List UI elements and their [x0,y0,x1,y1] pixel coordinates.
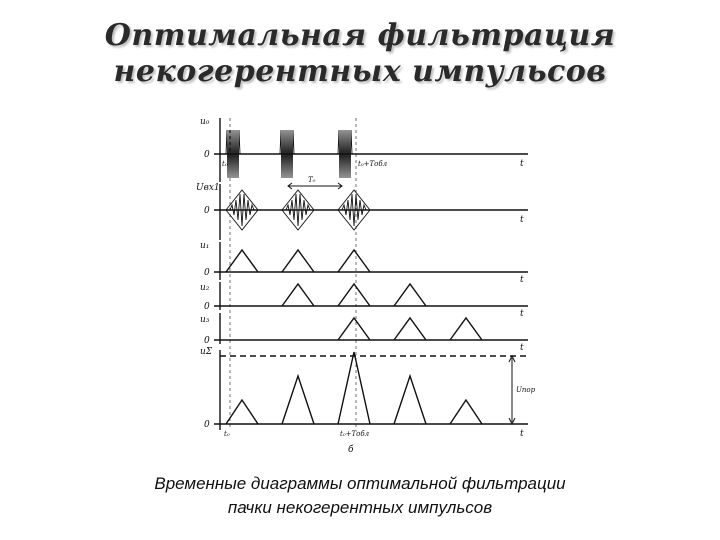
row3-pulse-2 [281,248,315,273]
row3-zero: 0 [204,268,210,278]
row1-start: t₀ [222,160,228,168]
row1-axis: t [520,159,524,169]
timing-diagram: u₀ 0 t t₀ t₀+Tобл T₀ Uвх1 0 t u₁ 0 t u₂ … [196,117,536,455]
diamond-3 [337,189,371,231]
row4-pulse-1 [281,282,315,307]
row5-pulse-3 [449,316,483,341]
row4-pulse-3 [393,282,427,307]
threshold-arrow-top [508,354,516,363]
row6-zero: 0 [204,420,210,430]
row3-pulse-3 [337,248,371,273]
row5-label: u₃ [200,315,210,325]
row6-end: t₀+Tобл [340,430,369,438]
diamond-2 [281,189,315,231]
threshold-label: Uпор [516,386,536,394]
burst-1 [225,129,241,179]
caption-line-2: пачки некогерентных импульсов [227,498,493,517]
row4-zero: 0 [204,302,210,312]
slide-title: Оптимальная фильтрация некогерентных имп… [0,18,720,90]
sum-pulse-1 [225,398,259,425]
row3-axis: t [520,275,524,285]
row1-zero: 0 [204,150,210,160]
spacing-arrow-right [337,182,343,190]
title-line-1: Оптимальная фильтрация [104,18,616,53]
burst-2 [279,129,295,179]
sum-pulse-4 [393,373,427,425]
row1-spacing: T₀ [308,176,316,184]
burst-3 [337,129,353,179]
row3-pulse-1 [225,248,259,273]
diagram-sub-label: б [348,444,354,455]
row6-axis: t [520,429,524,439]
diamond-1 [225,189,259,231]
row5-pulse-1 [337,316,371,341]
sum-pulse-5 [449,398,483,425]
row2-axis: t [520,215,524,225]
threshold-arrow-bottom [508,417,516,426]
title-line-2: некогерентных импульсов [113,54,607,89]
row6-label: uΣ [200,347,213,357]
row4-axis: t [520,309,524,319]
row4-label: u₂ [200,283,210,293]
spacing-arrow-left [287,182,293,190]
row5-zero: 0 [204,336,210,346]
sum-pulse-3 [337,351,371,425]
row5-pulse-2 [393,316,427,341]
row2-label: Uвх1 [196,183,220,193]
row4-pulse-2 [337,282,371,307]
row6-start: t₀ [224,430,230,438]
row1-label: u₀ [200,117,210,127]
row5-axis: t [520,343,524,353]
row3-label: u₁ [200,241,209,251]
row2-zero: 0 [204,206,210,216]
caption-line-1: Временные диаграммы оптимальной фильтрац… [154,474,566,493]
caption: Временные диаграммы оптимальной фильтрац… [0,472,720,520]
row1-note: t₀+Tобл [358,160,387,168]
sum-pulse-2 [281,373,315,425]
